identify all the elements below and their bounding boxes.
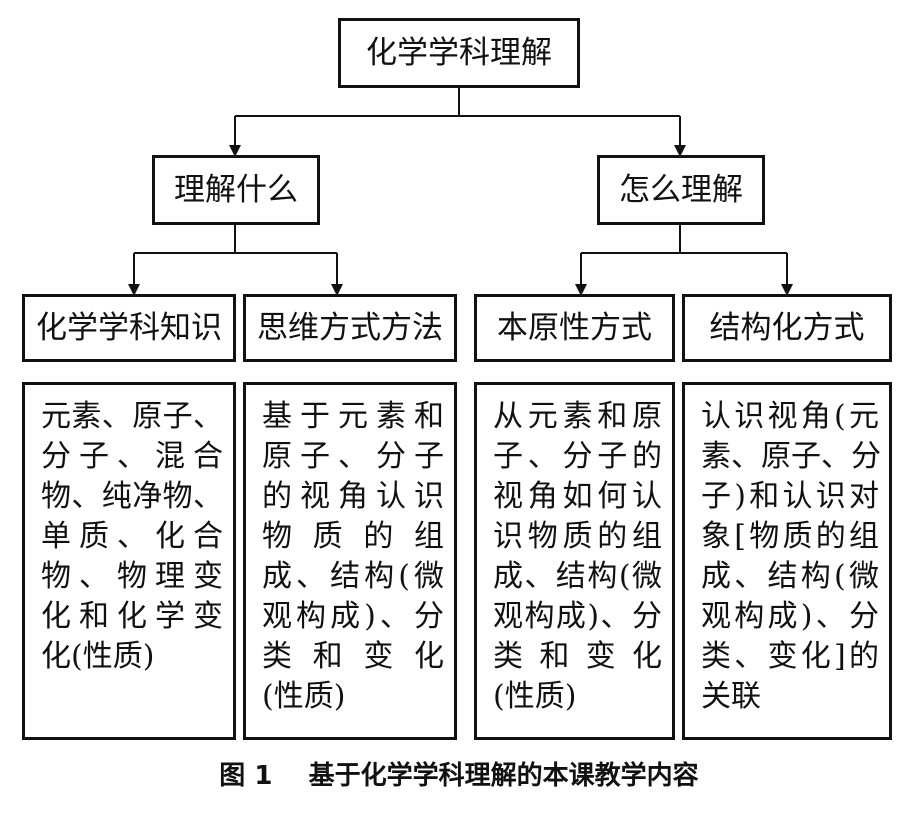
branch-node-what: 理解什么 <box>152 155 320 225</box>
content-line: 观构成)、分 <box>262 599 444 634</box>
content-line: 原子、分子 <box>262 439 444 474</box>
content-line: 分子、混合 <box>41 439 223 474</box>
content-line: 成、结构(微 <box>262 559 444 594</box>
leaf-label-chem-knowledge: 化学学科知识 <box>36 309 222 346</box>
content-line: 素、原子、分 <box>701 439 881 474</box>
content-line: 观构成)、分 <box>701 599 879 634</box>
content-line: 成、结构(微 <box>701 559 879 594</box>
content-line: 子、分子的 <box>493 439 662 474</box>
content-line: 识物质的组 <box>493 519 662 554</box>
leaf-label-essential-way: 本原性方式 <box>497 309 652 346</box>
content-line: 化(性质) <box>41 639 155 674</box>
content-line: 元素、原子、 <box>41 399 223 434</box>
content-box-chem-knowledge: 元素、原子、 分子、混合 物、纯净物、 单质、化合 物、物理变 化和化学变 化(… <box>22 382 236 740</box>
figure-number: 图 1 <box>219 761 273 791</box>
leaf-node-chem-knowledge: 化学学科知识 <box>22 294 236 362</box>
content-line: 象[物质的组 <box>701 519 879 554</box>
content-line: 视角如何认 <box>493 479 662 514</box>
content-line: 从元素和原 <box>493 399 662 434</box>
leaf-node-essential-way: 本原性方式 <box>474 294 675 362</box>
content-line: 类和变化 <box>493 639 662 674</box>
content-line: 关联 <box>701 679 761 714</box>
content-line: (性质) <box>262 679 346 714</box>
content-line: 的视角认识 <box>262 479 444 514</box>
root-label: 化学学科理解 <box>366 34 552 71</box>
content-line: 子)和认识对 <box>701 479 879 514</box>
branch-label-what: 理解什么 <box>174 171 298 208</box>
leaf-node-thinking-methods: 思维方式方法 <box>243 294 457 362</box>
content-line: 成、结构(微 <box>493 559 662 594</box>
figure-caption: 图 1 基于化学学科理解的本课教学内容 <box>0 755 918 792</box>
content-line: 物质的组 <box>262 519 444 554</box>
branch-node-how: 怎么理解 <box>597 155 765 225</box>
content-line: 化和化学变 <box>41 599 223 634</box>
leaf-label-structured-way: 结构化方式 <box>709 309 865 346</box>
content-line: 单质、化合 <box>41 519 223 554</box>
branch-label-how: 怎么理解 <box>619 171 743 208</box>
content-line: (性质) <box>493 679 577 714</box>
content-box-thinking-methods: 基于元素和 原子、分子 的视角认识 物质的组 成、结构(微 观构成)、分 类和变… <box>243 382 457 740</box>
leaf-label-thinking-methods: 思维方式方法 <box>257 309 443 346</box>
content-box-essential-way: 从元素和原 子、分子的 视角如何认 识物质的组 成、结构(微 观构成)、分 类和… <box>474 382 675 740</box>
root-node: 化学学科理解 <box>338 18 580 88</box>
content-line: 物、物理变 <box>41 559 223 594</box>
figure-title: 基于化学学科理解的本课教学内容 <box>308 761 699 791</box>
content-line: 观构成)、分 <box>493 599 662 634</box>
content-line: 物、纯净物、 <box>41 479 223 514</box>
leaf-node-structured-way: 结构化方式 <box>682 294 892 362</box>
content-line: 类和变化 <box>262 639 444 674</box>
content-box-structured-way: 认识视角(元 素、原子、分 子)和认识对 象[物质的组 成、结构(微 观构成)、… <box>682 382 892 740</box>
content-line: 认识视角(元 <box>701 399 879 434</box>
content-line: 基于元素和 <box>262 399 444 434</box>
content-line: 类、变化]的 <box>701 639 879 674</box>
